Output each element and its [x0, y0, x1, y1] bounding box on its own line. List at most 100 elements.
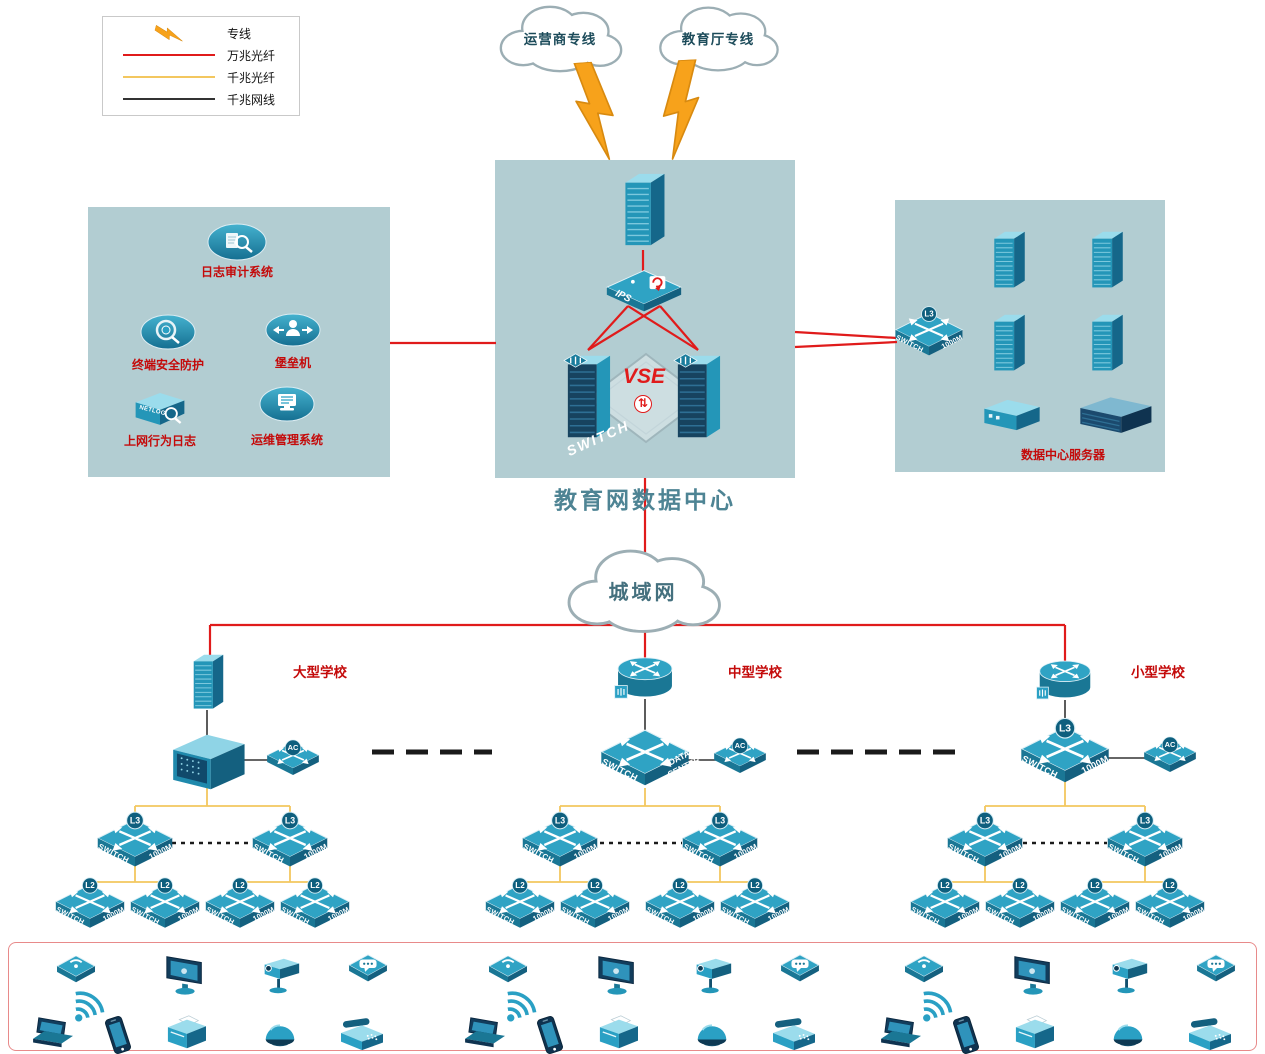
legend-label: 万兆光纤 — [227, 48, 276, 63]
laptop-icon — [29, 1014, 79, 1052]
l2-access-switch: L2 SWITCH 1000M — [644, 877, 716, 933]
ac-badge: AC — [731, 737, 749, 754]
desk-phone-icon — [767, 1012, 821, 1054]
l2-badge: L2 — [156, 877, 174, 894]
l3-badge: L3 — [126, 811, 144, 830]
ips-device: IPS — [605, 268, 683, 314]
l2-access-switch: L2 SWITCH 1000M — [984, 877, 1056, 933]
l3-aggregation-switch: L3 SWITCH 1000M — [1106, 811, 1184, 873]
l2-badge: L2 — [231, 877, 249, 894]
desk-phone-icon — [1183, 1012, 1237, 1054]
rack-switch-device — [1075, 396, 1155, 437]
large-school-server — [187, 651, 227, 713]
l3-badge: L3 — [281, 811, 299, 830]
wireless-ap-icon — [485, 950, 531, 988]
medium-school-core-switch: SWITCH DATA CENTER — [599, 728, 702, 792]
l2-badge: L2 — [936, 877, 954, 894]
lightning-bolt-left-icon — [562, 58, 619, 165]
wireless-controller-ac: AC — [1143, 736, 1197, 776]
dome-camera-icon — [1107, 1012, 1149, 1050]
red-line-icon — [111, 54, 227, 56]
l3-badge: L3 — [711, 811, 729, 830]
wireless-ap-icon — [901, 950, 947, 988]
l2-badge: L2 — [746, 877, 764, 894]
server-zone-label: 数据中心服务器 — [1020, 448, 1106, 462]
message-device-icon — [345, 951, 391, 987]
l3-badge: L3 — [1136, 811, 1154, 830]
education-cloud: 教育厅专线 — [640, 0, 796, 77]
ptz-camera-icon — [687, 953, 737, 999]
l2-access-switch: L2 SWITCH 1000M — [719, 877, 791, 933]
l2-access-switch: L2 SWITCH 1000M — [1134, 877, 1206, 933]
message-device-icon — [777, 951, 823, 987]
lightning-bolt-right-icon — [657, 57, 712, 163]
datacenter-server — [990, 228, 1027, 292]
laptop-icon — [461, 1014, 511, 1052]
l3-aggregation-switch: L3 SWITCH 1000M — [251, 811, 329, 873]
terminal-group — [460, 947, 860, 1051]
l3-badge: L3 — [921, 306, 937, 322]
carrier-cloud-label: 运营商专线 — [523, 32, 597, 47]
printer-icon — [160, 1012, 212, 1052]
large-school-core-chassis — [165, 731, 249, 793]
ops-management-icon — [258, 384, 316, 424]
legend-row-1g-cable: 千兆网线 — [111, 88, 291, 110]
medium-school-label: 中型学校 — [728, 665, 782, 680]
laptop-icon — [877, 1014, 927, 1052]
printer-icon — [592, 1012, 644, 1052]
irf-server-right — [672, 349, 724, 443]
l2-badge: L2 — [81, 877, 99, 894]
datacenter-title: 教育网数据中心 — [554, 488, 736, 513]
l2-badge: L2 — [1161, 877, 1179, 894]
l3-badge: L3 — [976, 811, 994, 830]
desktop-monitor-icon — [591, 951, 645, 997]
datacenter-server — [1088, 228, 1125, 292]
ops-management-label: 运维管理系统 — [250, 433, 324, 447]
legend-row-dedicated-line: 专线 — [111, 22, 291, 44]
behavior-log-label: 上网行为日志 — [123, 434, 197, 448]
l2-badge: L2 — [1086, 877, 1104, 894]
wireless-controller-ac: AC — [713, 737, 767, 777]
wireless-ap-icon — [53, 950, 99, 988]
desk-phone-icon — [335, 1012, 389, 1054]
legend-label: 千兆光纤 — [227, 70, 276, 85]
yellow-line-icon — [111, 76, 227, 78]
l3-badge: L3 — [1054, 717, 1076, 739]
education-cloud-label: 教育厅专线 — [681, 32, 755, 47]
server-zone-core-switch: L3 SWITCH 1000M — [894, 306, 964, 360]
log-audit-icon — [206, 222, 268, 262]
core-firewall — [620, 169, 667, 251]
l3-aggregation-switch: L3 SWITCH 1000M — [521, 811, 599, 873]
l3-badge: L3 — [551, 811, 569, 830]
smartphone-icon — [530, 1010, 570, 1054]
legend-label: 千兆网线 — [227, 92, 276, 107]
small-school-label: 小型学校 — [1131, 665, 1185, 680]
l2-badge: L2 — [306, 877, 324, 894]
terminal-group — [28, 947, 428, 1051]
wireless-controller-ac: AC — [266, 739, 320, 779]
ac-badge: AC — [284, 739, 302, 756]
l3-aggregation-switch: L3 SWITCH 1000M — [681, 811, 759, 873]
l2-badge: L2 — [671, 877, 689, 894]
l2-badge: L2 — [586, 877, 604, 894]
terminal-group — [876, 947, 1265, 1051]
smartphone-icon — [946, 1010, 986, 1054]
terminal-security-label: 终端安全防护 — [131, 358, 205, 372]
smartphone-icon — [98, 1010, 138, 1054]
bastion-host-icon — [264, 312, 322, 348]
l2-access-switch: L2 SWITCH 1000M — [54, 877, 126, 933]
vse-label: VSE — [622, 365, 666, 388]
metro-network-cloud: 城域网 — [536, 540, 751, 640]
medium-school-router — [613, 654, 677, 703]
black-line-icon — [111, 98, 227, 100]
large-school-label: 大型学校 — [293, 665, 347, 680]
l2-access-switch: L2 SWITCH 1000M — [129, 877, 201, 933]
storage-device — [979, 396, 1045, 434]
l2-access-switch: L2 SWITCH 1000M — [1059, 877, 1131, 933]
l3-aggregation-switch: L3 SWITCH 1000M — [96, 811, 174, 873]
l2-access-switch: L2 SWITCH 1000M — [279, 877, 351, 933]
l2-badge: L2 — [511, 877, 529, 894]
terminal-security-icon — [139, 312, 197, 352]
vse-sync-icon: ⇅ — [634, 395, 652, 413]
